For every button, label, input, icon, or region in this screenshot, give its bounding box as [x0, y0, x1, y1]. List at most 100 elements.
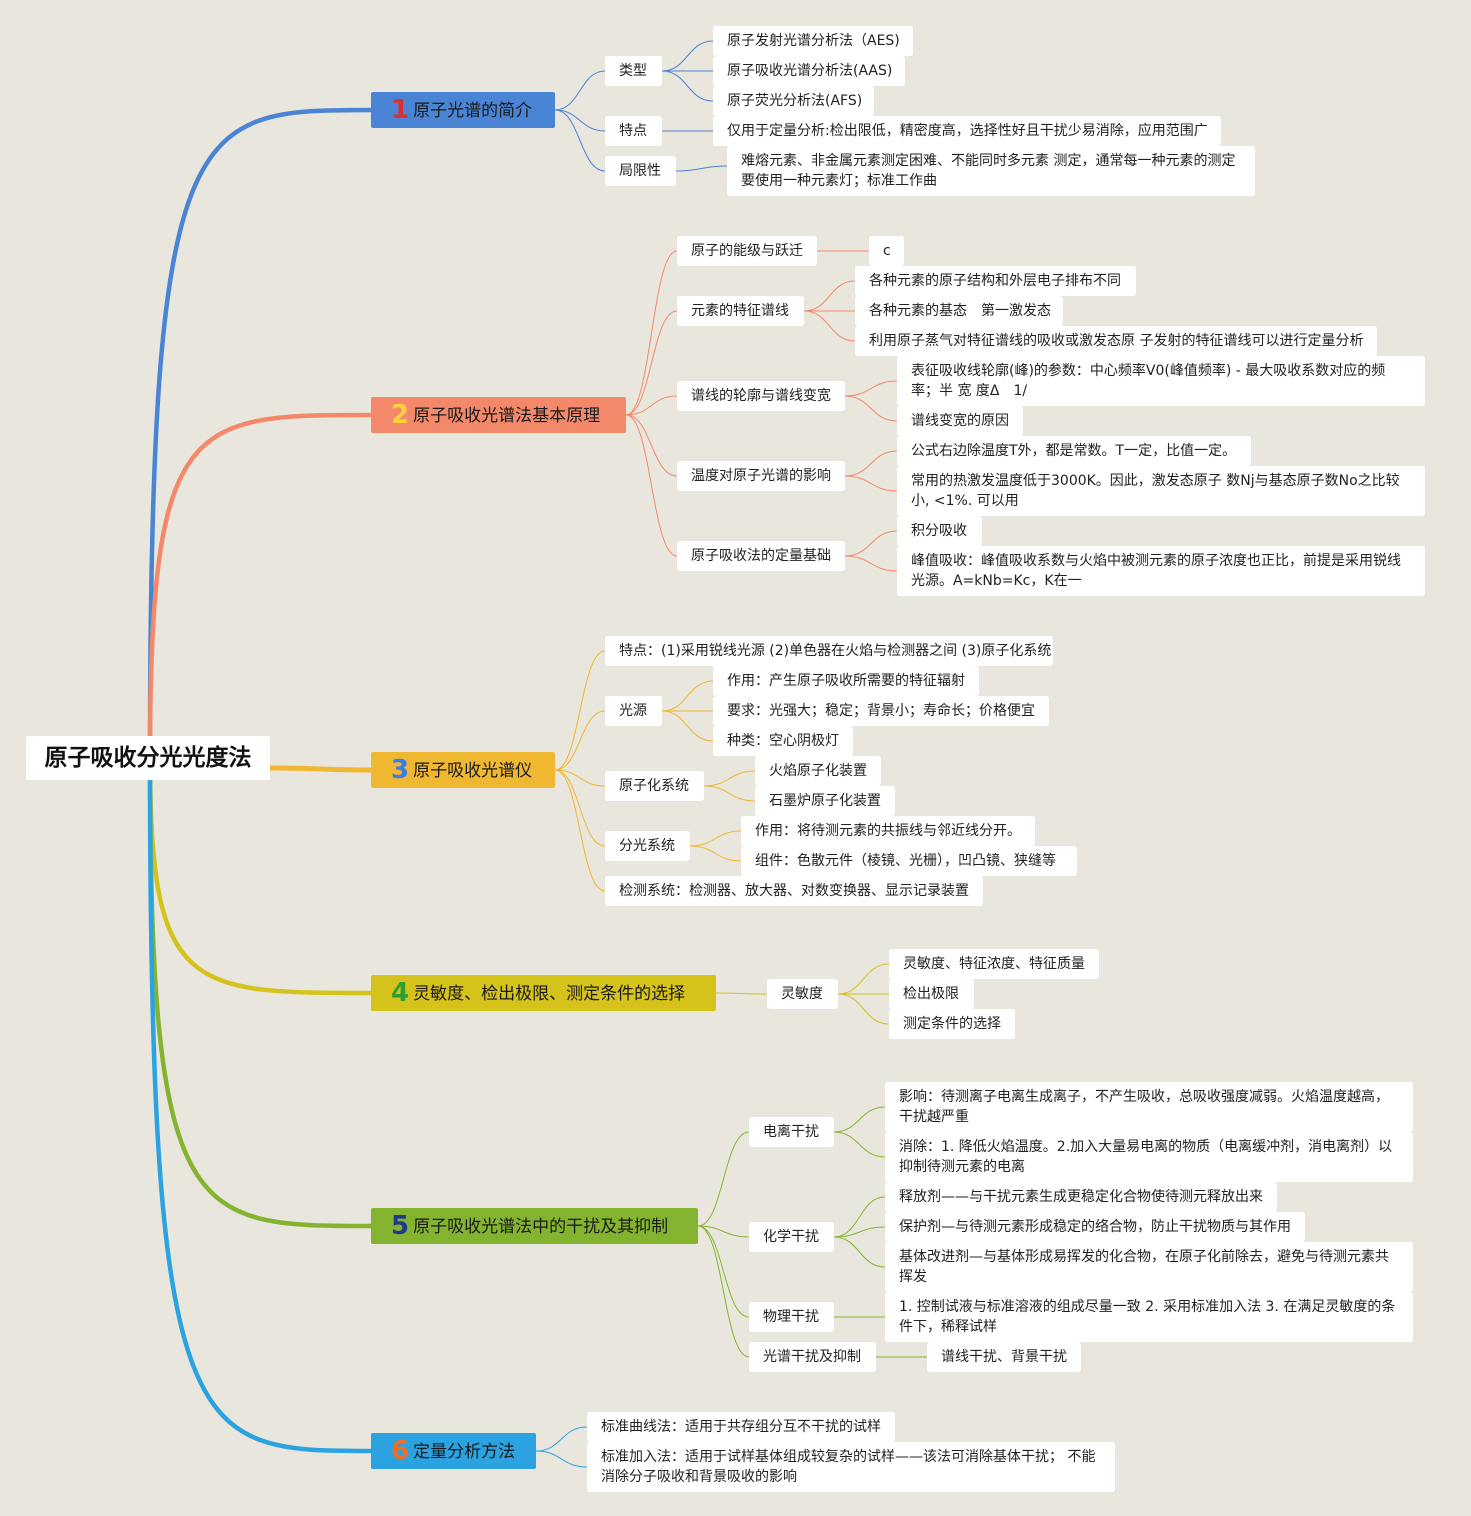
b2-temp: 温度对原子光谱的影响 [677, 461, 845, 491]
connector [147, 755, 375, 1454]
connector [625, 395, 678, 416]
b3-atom-2: 石墨炉原子化装置 [755, 786, 895, 816]
branch-3-label: 原子吸收光谱仪 [413, 761, 533, 781]
b2-profile: 谱线的轮廓与谱线变宽 [677, 381, 845, 411]
b6-method-2: 标准加入法：适用于试样基体组成较复杂的试样——该法可消除基体干扰； 不能消除分子… [587, 1442, 1115, 1492]
branch-5-label: 原子吸收光谱法中的干扰及其抑制 [413, 1217, 669, 1237]
connector [147, 107, 375, 761]
b3-detect: 检测系统：检测器、放大器、对数变换器、显示记录装置 [605, 876, 983, 906]
connector [689, 845, 742, 862]
connector [844, 555, 898, 572]
b1-aes: 原子发射光谱分析法（AES) [713, 26, 913, 56]
connector [554, 109, 606, 172]
b3-split-1: 作用：将待测元素的共振线与邻近线分开。 [741, 816, 1035, 846]
connector [554, 769, 606, 892]
b1-aas: 原子吸收光谱分析法(AAS) [713, 56, 905, 86]
b4-sens-2: 检出极限 [889, 979, 974, 1009]
connector [625, 414, 678, 477]
connector [697, 1131, 750, 1227]
b2-energy: 原子的能级与跃迁 [677, 236, 817, 266]
b3-source-2: 要求：光强大；稳定；背景小；寿命长；价格便宜 [713, 696, 1049, 726]
connector [703, 785, 756, 802]
b2-char-1: 各种元素的原子结构和外层电子排布不同 [855, 266, 1136, 296]
connector [267, 765, 375, 773]
connector [703, 770, 756, 787]
b2-char: 元素的特征谱线 [677, 296, 804, 326]
connector [833, 1226, 886, 1238]
connector [147, 755, 375, 996]
b5-chem-2: 保护剂—与待测元素形成稳定的络合物，防止干扰物质与其作用 [885, 1212, 1305, 1242]
connector [625, 414, 678, 557]
b2-char-3: 利用原子蒸气对特征谱线的吸收或激发态原 子发射的特征谱线可以进行定量分析 [855, 326, 1377, 356]
connector [837, 993, 890, 1025]
b5-spec-1: 谱线干扰、背景干扰 [927, 1342, 1081, 1372]
connector [554, 70, 606, 111]
b5-chem: 化学干扰 [749, 1222, 834, 1252]
b5-ion: 电离干扰 [749, 1117, 834, 1147]
branch-4-number: 4 [391, 978, 410, 1008]
branch-6-number: 6 [391, 1436, 410, 1466]
b2-quant-2: 峰值吸收：峰值吸收系数与火焰中被测元素的原子浓度也正比，前提是采用锐线光源。A=… [897, 546, 1425, 596]
connector [625, 250, 678, 416]
b3-split-2: 组件：色散元件（棱镜、光栅），凹凸镜、狭缝等 [741, 846, 1077, 876]
b3-split: 分光系统 [605, 831, 690, 861]
connector [697, 1225, 750, 1358]
b2-char-2: 各种元素的基态 第一激发态 [855, 296, 1063, 326]
connector [844, 530, 898, 557]
b3-source: 光源 [605, 696, 662, 726]
root-topic: 原子吸收分光光度法 [26, 736, 270, 780]
branch-1-number: 1 [391, 95, 410, 125]
connector [661, 70, 714, 102]
connector [535, 1426, 588, 1452]
connector [844, 395, 898, 422]
branch-5-number: 5 [391, 1211, 410, 1241]
connector [715, 992, 768, 995]
connector [697, 1225, 750, 1318]
connector [554, 109, 606, 132]
b5-spec: 光谱干扰及抑制 [749, 1342, 876, 1372]
connector [833, 1131, 886, 1158]
b2-profile-1: 表征吸收线轮廓(峰)的参数：中心频率V0(峰值频率) - 最大吸收系数对应的频率… [897, 356, 1425, 406]
connector [554, 710, 606, 771]
connector [844, 475, 898, 492]
connector [803, 280, 856, 312]
b5-phys: 物理干扰 [749, 1302, 834, 1332]
connector [661, 710, 714, 742]
connector [837, 963, 890, 995]
connector [697, 1225, 750, 1238]
b2-profile-2: 谱线变宽的原因 [897, 406, 1023, 436]
connector [833, 1106, 886, 1133]
connector [675, 165, 728, 172]
b3-feature: 特点：(1)采用锐线光源 (2)单色器在火焰与检测器之间 (3)原子化系统 [605, 636, 1053, 666]
connector [554, 769, 606, 787]
b3-atom: 原子化系统 [605, 771, 704, 801]
connector [554, 769, 606, 847]
b1-afs: 原子荧光分析法(AFS) [713, 86, 874, 116]
branch-4-label: 灵敏度、检出极限、测定条件的选择 [413, 984, 686, 1004]
b4-sens-1: 灵敏度、特征浓度、特征质量 [889, 949, 1099, 979]
connector [147, 412, 375, 761]
connector [803, 310, 856, 342]
b3-source-3: 种类：空心阴极灯 [713, 726, 853, 756]
b2-quant-1: 积分吸收 [897, 516, 982, 546]
b3-atom-1: 火焰原子化装置 [755, 756, 881, 786]
branch-6-label: 定量分析方法 [413, 1442, 516, 1462]
b1-feature: 特点 [605, 116, 662, 146]
b4-sens: 灵敏度 [767, 979, 838, 1009]
connector [535, 1450, 588, 1468]
b5-chem-1: 释放剂——与干扰元素生成更稳定化合物使待测元释放出来 [885, 1182, 1277, 1212]
connector [661, 40, 714, 72]
connector [844, 450, 898, 477]
connector [689, 830, 742, 847]
branch-2-label: 原子吸收光谱法基本原理 [413, 406, 601, 426]
b3-source-1: 作用：产生原子吸收所需要的特征辐射 [713, 666, 979, 696]
b6-method-1: 标准曲线法：适用于共存组分互不干扰的试样 [587, 1412, 895, 1442]
b2-quant: 原子吸收法的定量基础 [677, 541, 845, 571]
b5-phys-1: 1. 控制试液与标准溶液的组成尽量一致 2. 采用标准加入法 3. 在满足灵敏度… [885, 1292, 1413, 1342]
